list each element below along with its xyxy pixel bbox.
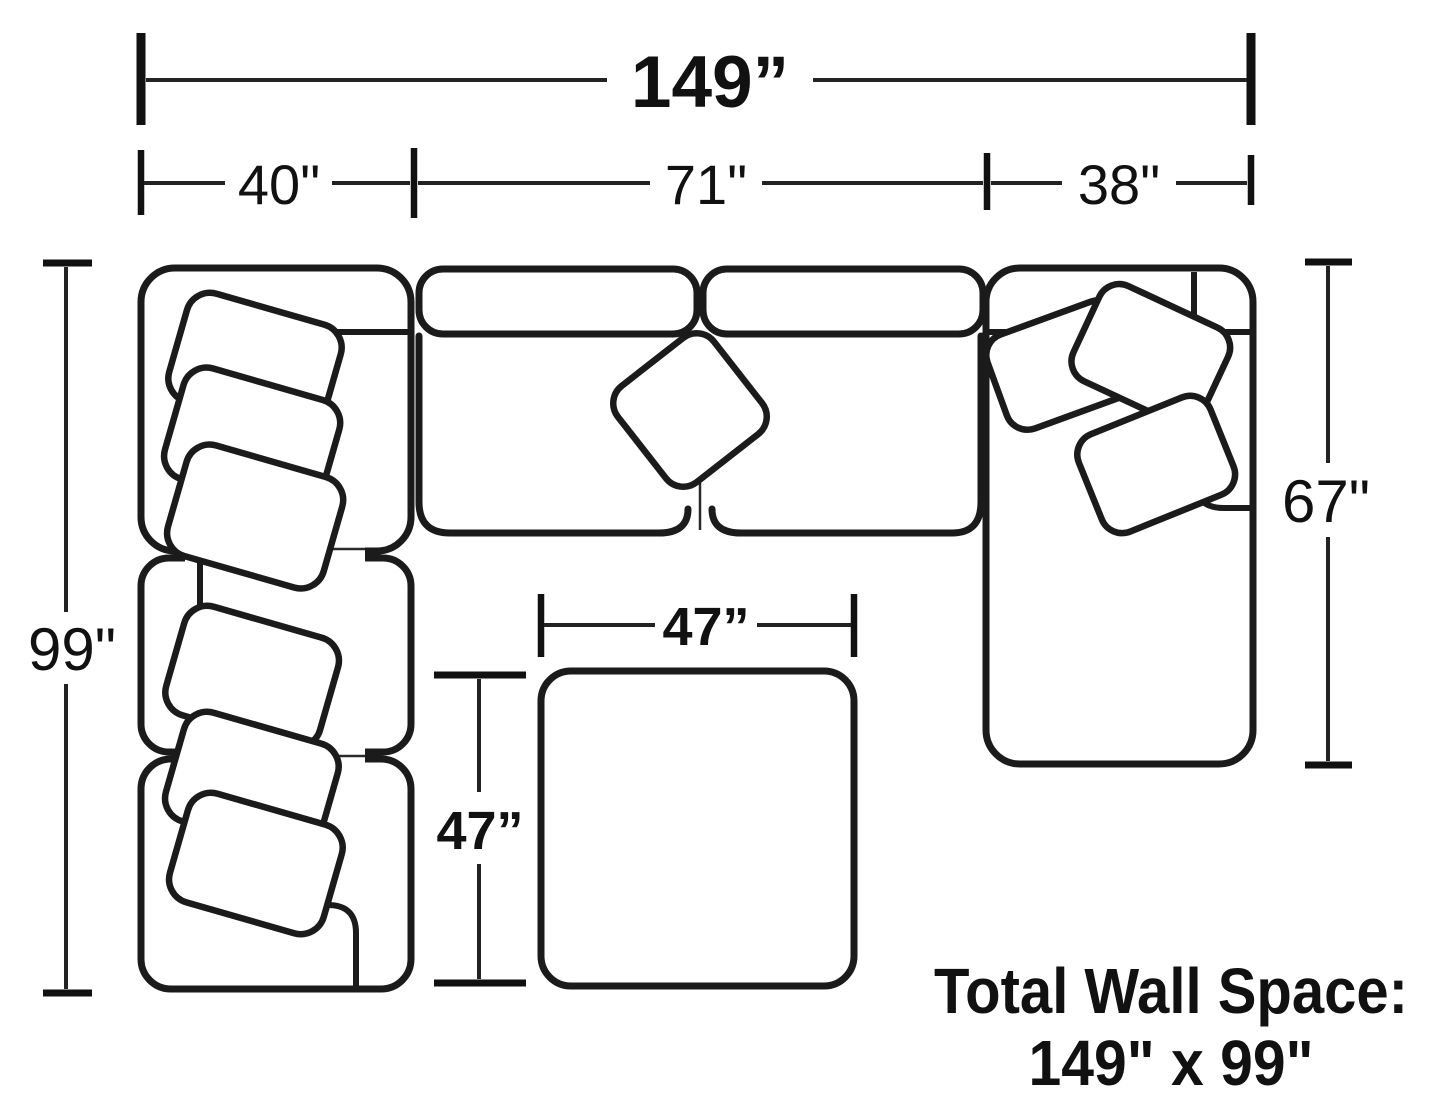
dimension-chaise-depth: 67": [1282, 258, 1370, 769]
ottoman-depth-label: 47”: [436, 801, 523, 861]
pillow-group: [160, 280, 1239, 938]
dimension-149-label: 149”: [631, 42, 789, 123]
dimension-99-label: 99": [28, 616, 116, 683]
backrest-band-left: [415, 265, 701, 338]
dimension-segments: 40" 71" 38": [137, 148, 1255, 218]
dimension-71-label: 71": [665, 153, 747, 216]
dimension-38-label: 38": [1078, 153, 1160, 216]
seat-cushion-right-outline: [708, 332, 985, 537]
ottoman-outline: [537, 667, 858, 990]
total-wall-space-title: Total Wall Space:: [934, 955, 1408, 1027]
dimension-40-label: 40": [238, 153, 320, 216]
dimension-total-depth: 99": [28, 259, 116, 997]
backrest-band-right: [699, 265, 987, 338]
total-wall-space: Total Wall Space: 149" x 99": [934, 955, 1408, 1099]
pillow: [610, 330, 770, 490]
dimension-ottoman-depth: 47”: [434, 671, 526, 987]
ottoman-width-label: 47”: [662, 597, 749, 657]
pillow: [1074, 392, 1239, 537]
pillow: [1068, 280, 1234, 429]
dimension-ottoman-width: 47”: [537, 594, 858, 657]
seat-cushion-left-outline: [415, 332, 692, 537]
pillow: [163, 441, 347, 592]
dimension-67-label: 67": [1282, 468, 1370, 535]
pillow: [165, 789, 346, 938]
dimension-total-width: 149”: [136, 33, 1256, 125]
total-wall-space-value: 149" x 99": [1029, 1027, 1314, 1099]
